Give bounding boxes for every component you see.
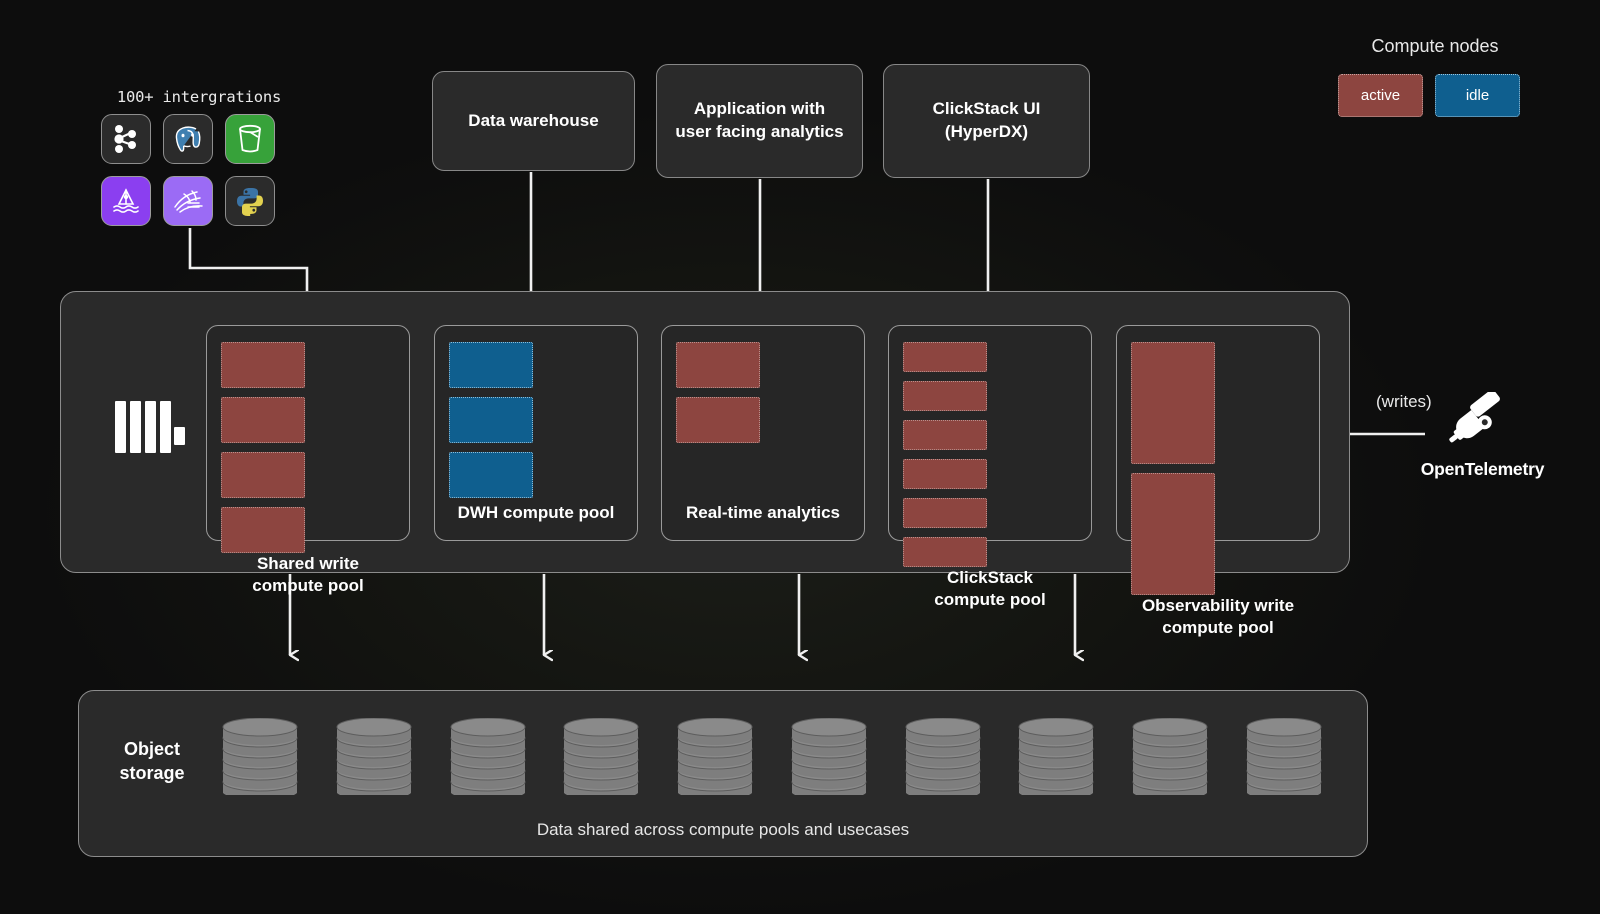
compute-node-active: [221, 507, 305, 553]
compute-pool-real-time-analytics-pool[interactable]: Real-time analytics: [661, 325, 865, 541]
compute-node-active: [676, 342, 760, 388]
compute-node-idle: [449, 397, 533, 443]
compute-node-active: [676, 397, 760, 443]
source-box-data-warehouse[interactable]: Data warehouse: [432, 71, 635, 171]
storage-cylinder: [677, 718, 753, 795]
compute-pool-clickstack-compute-pool[interactable]: ClickStack compute pool: [888, 325, 1092, 609]
pool-label: Real-time analytics: [685, 502, 840, 522]
source-box-clickstack-ui[interactable]: ClickStack UI (HyperDX): [883, 64, 1090, 178]
compute-node-idle: [449, 342, 533, 388]
pool-label: DWH compute pool: [457, 502, 615, 522]
pool-label: Observability write compute pool: [1141, 596, 1295, 638]
pool-node-grid: [903, 342, 1077, 567]
kafka-connect-icon[interactable]: [101, 176, 151, 226]
legend-chip-label: idle: [1465, 87, 1490, 104]
compute-node-active: [903, 342, 987, 372]
compute-node-active: [221, 397, 305, 443]
clickhouse-logo: [115, 401, 185, 453]
legend-chip-active: active: [1338, 74, 1423, 117]
storage-cylinder: [1132, 718, 1208, 795]
source-box-user-facing-app[interactable]: Application with user facing analytics: [656, 64, 863, 178]
integrations-grid: [101, 114, 275, 226]
source-label: Application with user facing analytics: [675, 99, 844, 141]
storage-cylinder: [1246, 718, 1322, 795]
compute-node-active: [903, 498, 987, 528]
compute-node-active: [221, 342, 305, 388]
writes-label: (writes): [1376, 392, 1432, 411]
storage-cylinder: [450, 718, 526, 795]
source-label: ClickStack UI (HyperDX): [932, 99, 1041, 141]
integrations-title: 100+ intergrations: [116, 88, 282, 106]
object-storage-label: Object storage: [119, 739, 185, 784]
compute-pool-dwh-compute-pool[interactable]: DWH compute pool: [434, 325, 638, 541]
pool-node-grid: [1131, 342, 1305, 595]
pool-node-grid: [676, 342, 850, 443]
pool-label: Shared write compute pool: [252, 554, 364, 596]
opentelemetry-label: OpenTelemetry: [1420, 459, 1545, 479]
opentelemetry-logo: [1437, 389, 1521, 454]
storage-cylinder: [791, 718, 867, 795]
compute-node-active: [903, 381, 987, 411]
legend-chips: active idle: [1338, 74, 1520, 117]
compute-node-idle: [449, 452, 533, 498]
compute-node-active: [903, 459, 987, 489]
compute-pool-shared-write-compute-pool[interactable]: Shared write compute pool: [206, 325, 410, 595]
s3-bucket-icon[interactable]: [225, 114, 275, 164]
source-label: Data warehouse: [468, 110, 599, 130]
legend-chip-label: active: [1360, 87, 1401, 104]
storage-cylinder: [905, 718, 981, 795]
shared-data-caption: Data shared across compute pools and use…: [536, 820, 910, 839]
python-icon[interactable]: [225, 176, 275, 226]
compute-node-active: [903, 537, 987, 567]
fivetran-icon[interactable]: [163, 176, 213, 226]
compute-node-active: [1131, 342, 1215, 464]
pool-node-grid: [449, 342, 623, 498]
legend-chip-idle: idle: [1435, 74, 1520, 117]
legend-title: Compute nodes: [1371, 36, 1499, 56]
compute-node-active: [1131, 473, 1215, 595]
compute-node-active: [221, 452, 305, 498]
compute-pool-observability-write-compute-pool[interactable]: Observability write compute pool: [1116, 325, 1320, 637]
storage-cylinder: [222, 718, 298, 795]
storage-cylinder: [336, 718, 412, 795]
compute-node-active: [903, 420, 987, 450]
kafka-icon[interactable]: [101, 114, 151, 164]
pool-node-grid: [221, 342, 395, 553]
storage-cylinder: [1018, 718, 1094, 795]
postgresql-icon[interactable]: [163, 114, 213, 164]
pool-label: ClickStack compute pool: [934, 568, 1046, 610]
storage-cylinder: [563, 718, 639, 795]
object-storage-cylinders: [222, 718, 1322, 795]
